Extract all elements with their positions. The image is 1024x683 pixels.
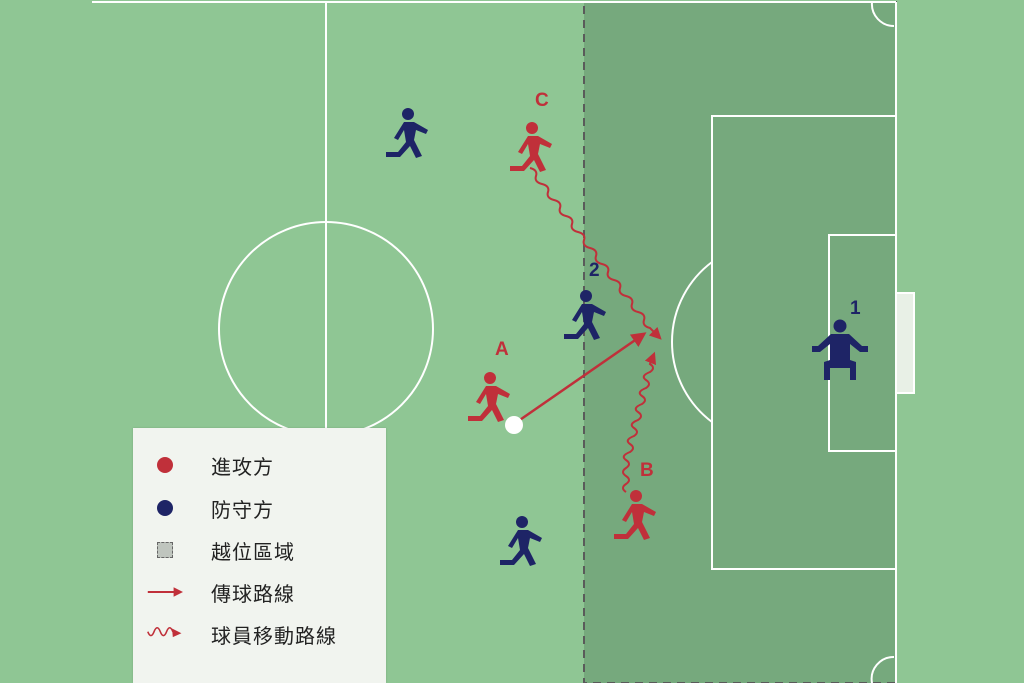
attacker-c: C [510, 90, 552, 172]
legend-item-run: 球員移動路線 [133, 616, 386, 652]
attacker-b-label: B [640, 460, 654, 481]
navy-dot-icon [147, 496, 183, 520]
legend-item-attacker: 進攻方 [133, 447, 386, 483]
legend-item-defender: 防守方 [133, 490, 386, 526]
red-dot-icon [147, 453, 183, 477]
attacker-a: A [468, 339, 510, 422]
legend-label: 進攻方 [211, 454, 274, 479]
attacker-b: B [614, 460, 656, 540]
ball [505, 416, 523, 434]
wavy-arrow-icon [147, 622, 183, 646]
legend-item-offside-zone: 越位區域 [133, 532, 386, 568]
red-arrow-icon [147, 580, 183, 604]
player-b-run-path [622, 351, 657, 493]
legend-label: 球員移動路線 [211, 623, 337, 648]
attacker-a-label: A [495, 339, 509, 360]
legend-item-pass: 傳球路線 [133, 574, 386, 610]
pass-arrow [513, 332, 647, 426]
player-c-run-path [529, 167, 662, 340]
legend: 進攻方 防守方 越位區域 傳球路線 球員移動路線 [133, 428, 386, 683]
goalkeeper-label: 1 [850, 298, 861, 319]
defender-2-label: 2 [589, 260, 600, 281]
defender-2: 2 [564, 260, 606, 340]
dashed-square-icon [147, 538, 183, 562]
legend-label: 傳球路線 [211, 581, 295, 606]
goal-net [895, 292, 915, 394]
legend-label: 越位區域 [211, 539, 295, 564]
legend-label: 防守方 [211, 497, 274, 522]
attacker-c-label: C [535, 90, 549, 111]
goalkeeper: 1 [812, 298, 868, 380]
